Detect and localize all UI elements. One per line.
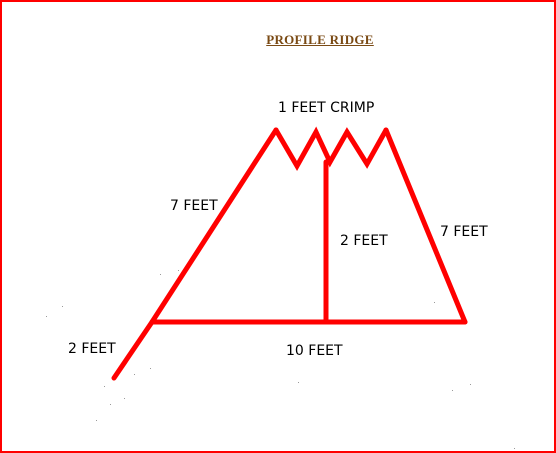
right-slope-line: [383, 127, 468, 325]
crimp-label: 1 FEET CRIMP: [278, 100, 374, 116]
center-height-label: 2 FEET: [340, 233, 388, 249]
diagram-title: PROFILE RIDGE: [266, 32, 374, 47]
background-specks: [46, 270, 515, 449]
left-slope-line: [111, 127, 279, 381]
extension-label: 2 FEET: [68, 341, 116, 357]
right-slope-label: 7 FEET: [440, 224, 488, 240]
crimp-zigzag: [273, 126, 389, 172]
left-slope-label: 7 FEET: [170, 198, 218, 214]
base-label: 10 FEET: [286, 343, 343, 359]
